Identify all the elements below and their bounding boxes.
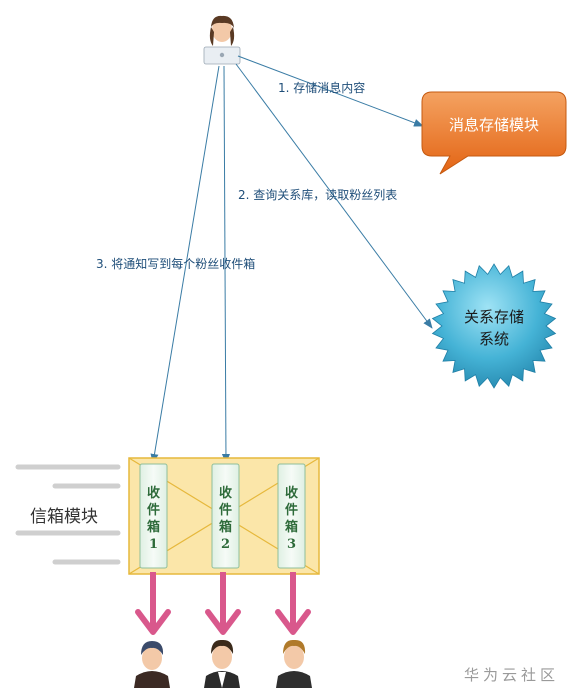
arrow-to-message-store <box>237 55 424 127</box>
woman-with-laptop-icon <box>203 15 241 65</box>
message-store-label: 消息存储模块 <box>449 116 539 134</box>
relation-store-label-line1: 关系存储 <box>464 308 524 326</box>
inbox-2: 收 件 箱 2 <box>211 463 240 569</box>
man-avatar-icon <box>276 639 312 688</box>
arrow-to-inbox-2 <box>221 65 230 464</box>
inbox-2-char-2: 件 <box>219 502 232 518</box>
inbox-3-char-3: 箱 <box>285 519 298 535</box>
watermark-text: 华为云社区 <box>464 666 559 684</box>
delivery-arrow-2 <box>205 572 241 635</box>
arrow-to-inbox-1 <box>150 65 220 464</box>
inbox-1-char-1: 收 <box>147 485 161 501</box>
inbox-3-char-4: 3 <box>287 537 296 552</box>
inbox-2-char-3: 箱 <box>219 519 232 535</box>
step-2-label: 2. 查询关系库，读取粉丝列表 <box>238 187 397 202</box>
inbox-1-char-2: 件 <box>147 502 160 518</box>
mailbox-module-label: 信箱模块 <box>30 507 98 527</box>
inbox-1-char-3: 箱 <box>147 519 160 535</box>
inbox-2-char-4: 2 <box>221 537 230 552</box>
step-3-label: 3. 将通知写到每个粉丝收件箱 <box>96 256 255 271</box>
inbox-3: 收 件 箱 3 <box>277 463 306 569</box>
message-store-callout: 消息存储模块 <box>421 91 567 175</box>
inbox-1: 收 件 箱 1 <box>139 463 168 569</box>
delivery-arrow-3 <box>275 572 311 635</box>
inbox-3-char-1: 收 <box>285 485 299 501</box>
arrow-to-relation-store <box>235 63 433 329</box>
relation-store-label-line2: 系统 <box>479 330 509 348</box>
delivery-arrow-1 <box>135 572 171 635</box>
relation-store-starburst: 关系存储 系统 <box>431 263 557 389</box>
inbox-3-char-2: 件 <box>285 502 298 518</box>
inbox-1-char-4: 1 <box>149 537 158 552</box>
man-avatar-icon <box>134 641 170 688</box>
inbox-2-char-1: 收 <box>219 485 233 501</box>
speed-lines <box>15 464 121 565</box>
step-1-label: 1. 存储消息内容 <box>278 80 365 95</box>
man-in-suit-icon <box>204 639 240 688</box>
